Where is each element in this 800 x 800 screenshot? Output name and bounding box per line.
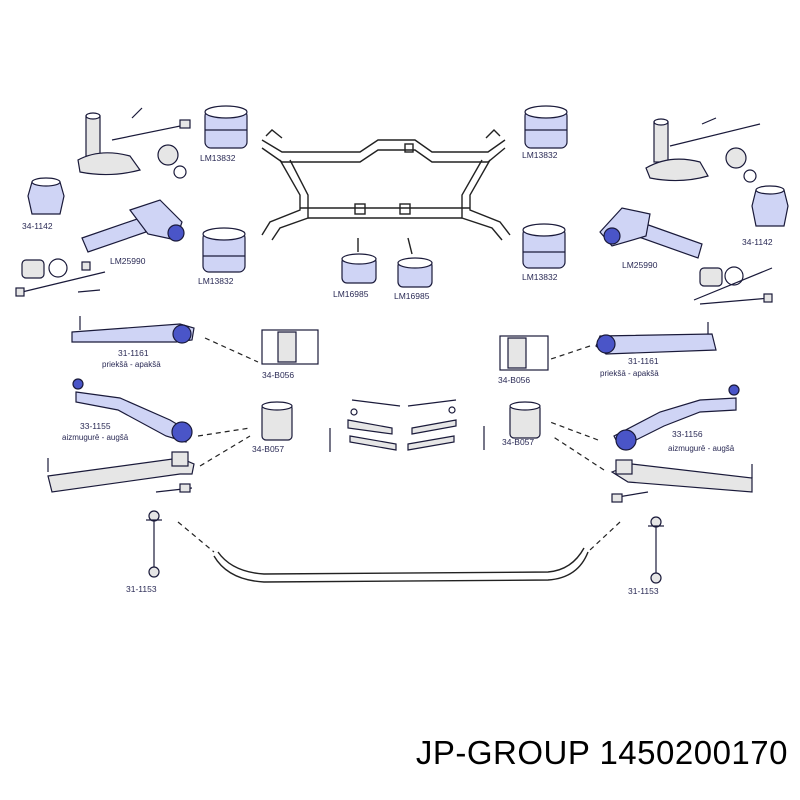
strut-mount-icon — [77, 107, 191, 179]
sublabel-front-lower: priekšā - apakšā — [102, 360, 161, 369]
stabilizer-link-31-1153-left: 31-1153 — [126, 510, 162, 594]
label-31-1153: 31-1153 — [126, 584, 157, 594]
label-lm16985: LM16985 — [333, 289, 369, 299]
label-lm16985: LM16985 — [394, 291, 430, 301]
bushing-lm13832-bottom-left: LM13832 — [198, 227, 246, 286]
bushing-34-b056-right: 34-B056 — [498, 335, 549, 385]
label-lm13832: LM13832 — [198, 276, 234, 286]
label-31-1161: 31-1161 — [118, 348, 149, 358]
bushing-lm13832-bottom-right: LM13832 — [522, 223, 566, 282]
label-34-b057: 34-B057 — [502, 437, 534, 447]
control-arm-33-1156-right: 33-1156 aizmugurē - augšā — [613, 384, 740, 453]
bushing-34-1142-right: 34-1142 — [742, 185, 789, 247]
control-arm-31-1161-right: 31-1161 priekšā - apakšā — [595, 322, 717, 378]
part-number-caption: JP-GROUP 1450200170 — [415, 734, 788, 771]
control-arm-lm25990-left: LM25990 — [81, 199, 185, 266]
label-lm13832: LM13832 — [522, 272, 558, 282]
label-lm25990: LM25990 — [622, 260, 658, 270]
bushing-34-b056-left: 34-B056 — [261, 329, 319, 380]
control-arm-31-1161-left: 31-1161 priekšā - apakšā — [71, 316, 195, 369]
label-34-1142: 34-1142 — [742, 237, 773, 247]
bushing-lm13832-top-right: LM13832 — [522, 105, 568, 160]
label-34-1142: 34-1142 — [22, 221, 53, 231]
label-33-1156: 33-1156 — [672, 429, 703, 439]
label-lm13832: LM13832 — [522, 150, 558, 160]
bolt-icon — [693, 266, 773, 305]
label-lm25990: LM25990 — [110, 256, 146, 266]
bushing-34-1142-left: 34-1142 — [22, 177, 65, 231]
mount-lm16985-right: LM16985 — [394, 257, 433, 301]
subframe-icon — [261, 129, 511, 241]
bushing-34-b057-right: 34-B057 — [502, 401, 541, 447]
sublabel-rear-upper: aizmugurē - augšā — [668, 444, 735, 453]
control-arm-lower-right — [610, 459, 753, 503]
stabilizer-link-31-1153-right: 31-1153 — [628, 516, 664, 596]
bushing-lm13832-top-left: LM13832 — [200, 105, 248, 163]
control-arm-lower-left — [47, 451, 195, 493]
label-33-1155: 33-1155 — [80, 421, 111, 431]
sublabel-rear-upper: aizmugurē - augšā — [62, 433, 129, 442]
mount-lm16985-left: LM16985 — [333, 253, 377, 299]
center-links-icon — [329, 399, 485, 452]
control-arm-33-1155-left: 33-1155 aizmugurē - augšā — [62, 378, 193, 443]
bolt-icon — [15, 258, 106, 297]
strut-mount-icon — [645, 117, 761, 183]
label-lm13832: LM13832 — [200, 153, 236, 163]
label-34-b057: 34-B057 — [252, 444, 284, 454]
label-34-b056: 34-B056 — [262, 370, 294, 380]
sublabel-front-lower: priekšā - apakšā — [600, 369, 659, 378]
label-31-1153: 31-1153 — [628, 586, 659, 596]
label-34-b056: 34-B056 — [498, 375, 530, 385]
bushing-34-b057-left: 34-B057 — [252, 401, 293, 454]
label-31-1161: 31-1161 — [628, 356, 659, 366]
stabilizer-bar-icon — [177, 521, 621, 583]
control-arm-lm25990-right: LM25990 — [599, 207, 703, 270]
